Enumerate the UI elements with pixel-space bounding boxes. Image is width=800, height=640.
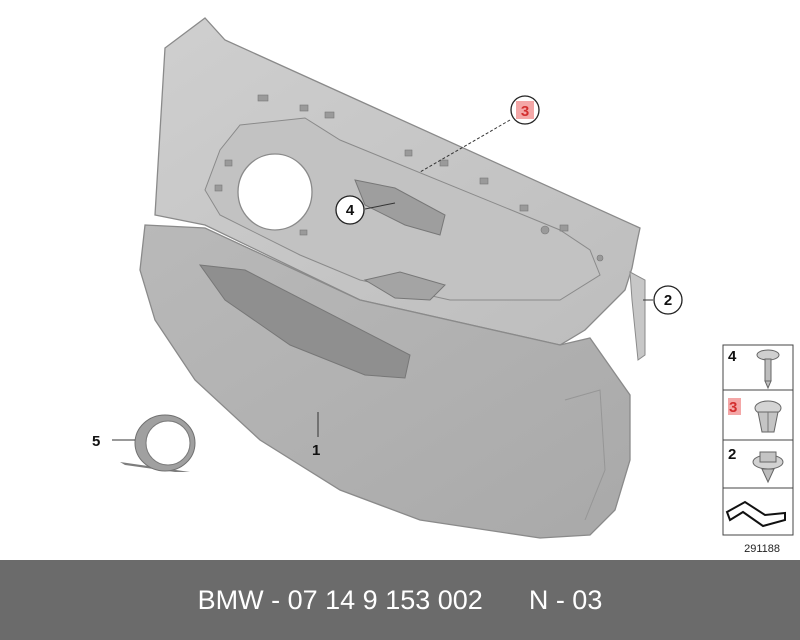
svg-text:3: 3 — [521, 103, 529, 120]
callout-2: 2 — [653, 285, 683, 315]
fastener-legend: 4 3 2 291188 — [722, 344, 794, 555]
plastic-nut-icon — [752, 451, 784, 484]
door-lower-trim — [139, 224, 631, 539]
expanding-clip-icon — [754, 400, 782, 433]
svg-text:4: 4 — [346, 202, 355, 219]
bracket-symbol-icon — [725, 500, 786, 528]
speaker-opening — [237, 153, 313, 231]
leader-line-3 — [419, 119, 511, 173]
svg-text:2: 2 — [664, 292, 672, 309]
legend-label-3: 3 — [729, 399, 737, 416]
legend-label-2: 2 — [728, 446, 736, 463]
callout-3: 3 — [510, 95, 540, 125]
screw-icon — [756, 349, 780, 390]
door-side-bracket — [629, 271, 646, 361]
callout-5: 5 — [92, 433, 100, 450]
callout-4: 4 — [335, 195, 365, 225]
sound-ring — [120, 414, 196, 472]
part-number: BMW - 07 14 9 153 002 — [197, 584, 483, 615]
image-number: 291188 — [744, 543, 780, 555]
door-trim-panel — [154, 17, 641, 346]
callout-1: 1 — [312, 442, 320, 459]
door-pocket — [198, 264, 411, 379]
parts-diagram: 1 5 4 3 2 4 3 — [92, 17, 794, 555]
part-suffix: N - 03 — [528, 584, 603, 615]
leader-line-4 — [364, 202, 396, 210]
part-number-footer: BMW - 07 14 9 153 002 N - 03 — [0, 560, 800, 640]
legend-label-4: 4 — [728, 348, 737, 365]
